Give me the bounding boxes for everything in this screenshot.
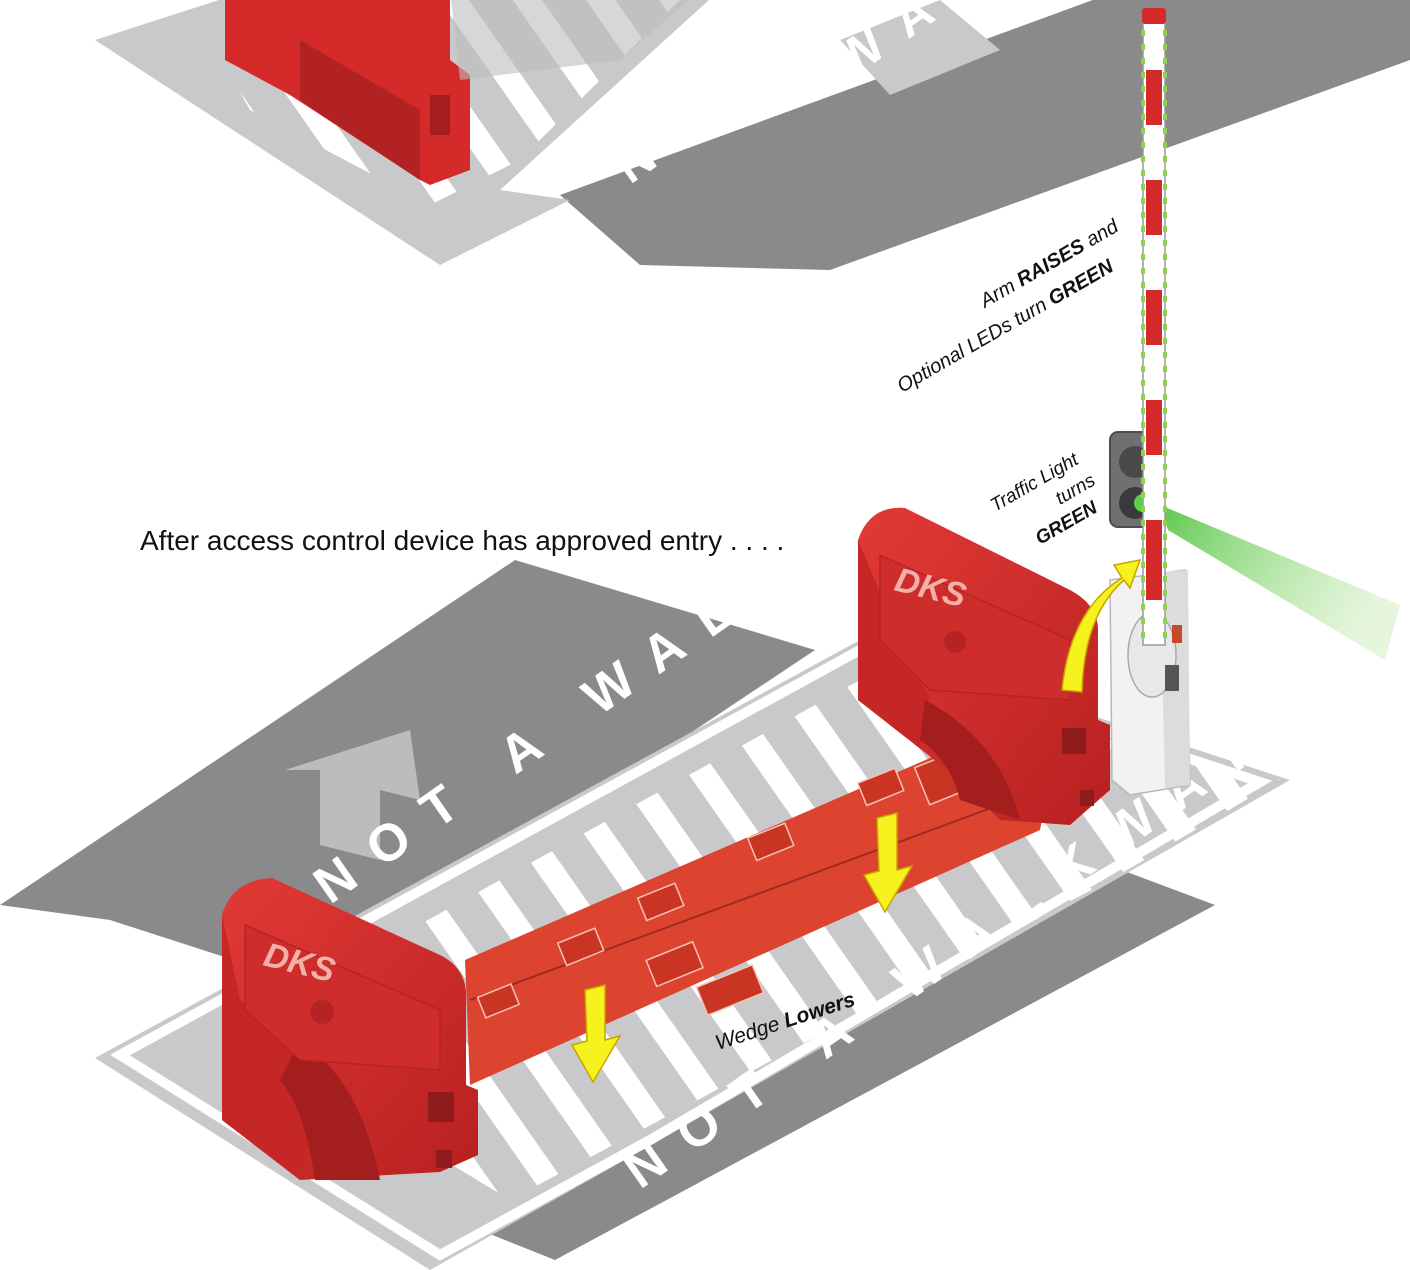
top-barrier-vent — [430, 95, 450, 135]
green-light-beam — [1160, 505, 1400, 660]
top-scene: NOT A WAL — [95, 0, 1410, 270]
gate-arm — [1142, 8, 1166, 645]
main-caption: After access control device has approved… — [140, 525, 784, 556]
